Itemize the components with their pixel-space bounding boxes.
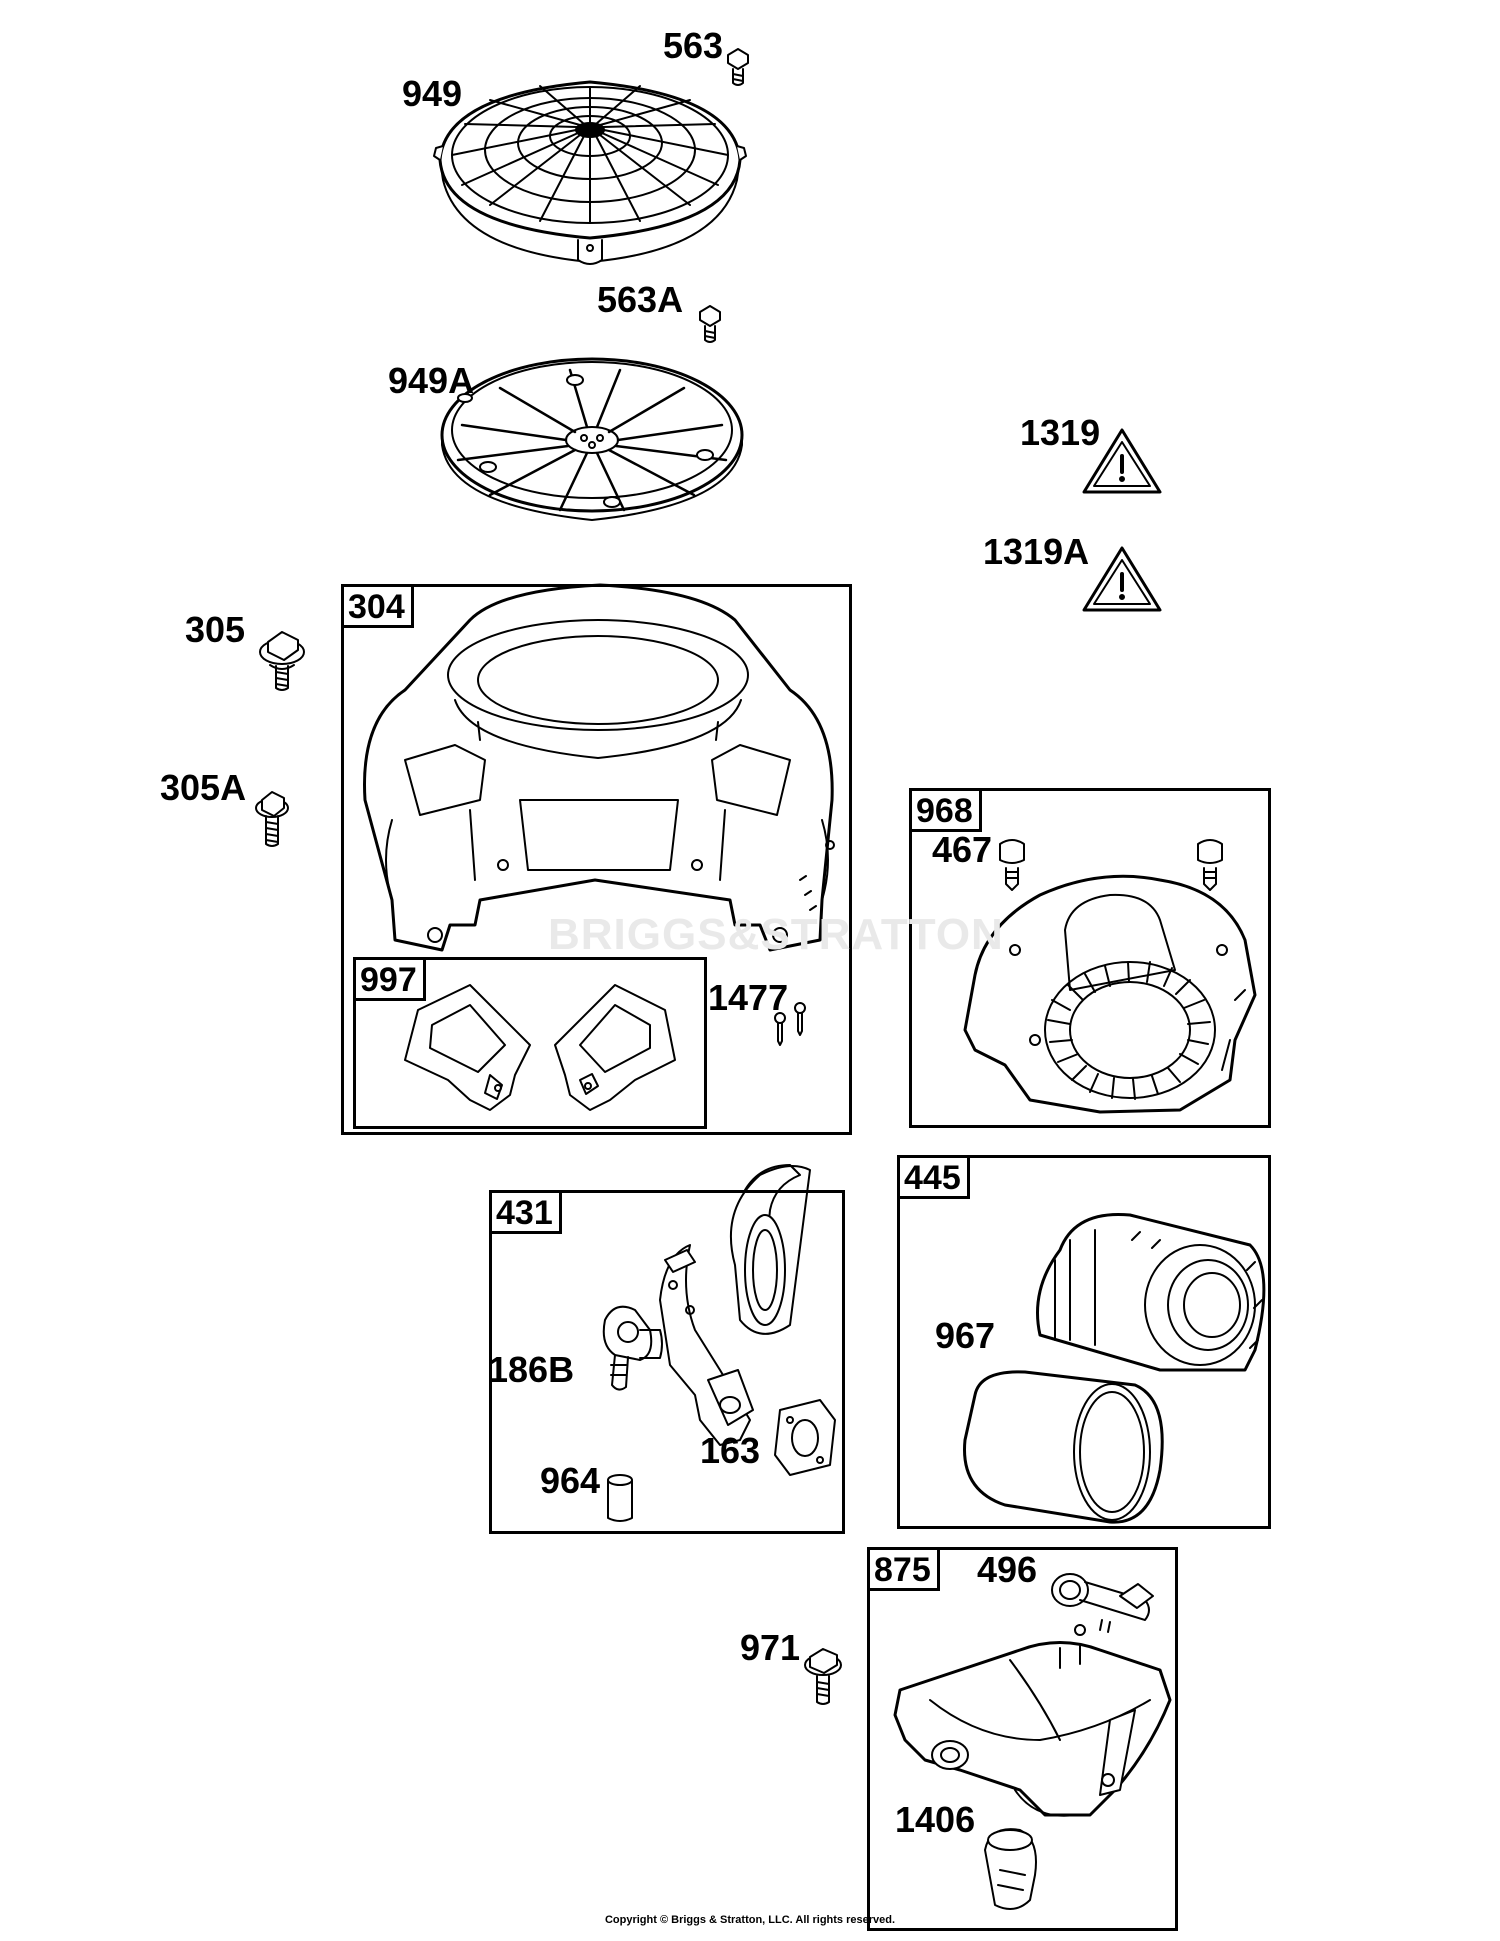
warning-triangle-1319-icon bbox=[1082, 428, 1162, 494]
label-949A: 949A bbox=[388, 360, 475, 401]
pre-cleaner-967-icon bbox=[963, 1370, 1164, 1524]
duct-875-icon bbox=[893, 1624, 1172, 1817]
label-1319A: 1319A bbox=[983, 531, 1090, 572]
box-label-445: 445 bbox=[900, 1158, 970, 1199]
air-cleaner-cover-968-icon bbox=[963, 874, 1257, 1114]
knob-467-right-icon bbox=[1197, 839, 1223, 891]
box-label-875: 875 bbox=[870, 1550, 940, 1591]
breather-186B-icon bbox=[602, 1305, 663, 1391]
air-cleaner-base-431-icon bbox=[659, 1164, 811, 1446]
bolt-305A-icon bbox=[255, 791, 289, 847]
spacer-964-icon bbox=[607, 1474, 633, 1522]
baffle-997-right-icon bbox=[554, 984, 676, 1111]
elbow-1406-icon bbox=[984, 1828, 1037, 1910]
frame-445 bbox=[897, 1155, 1271, 1529]
label-1477: 1477 bbox=[708, 977, 789, 1018]
label-467: 467 bbox=[932, 829, 993, 870]
label-964: 964 bbox=[540, 1460, 601, 1501]
fan-cover-949A-icon bbox=[440, 357, 744, 521]
label-305A: 305A bbox=[160, 767, 247, 808]
label-949: 949 bbox=[402, 73, 463, 114]
frame-997 bbox=[353, 957, 707, 1129]
frame-875 bbox=[867, 1547, 1178, 1931]
box-label-304: 304 bbox=[344, 587, 414, 628]
label-305: 305 bbox=[185, 609, 246, 650]
bolt-305-icon bbox=[259, 631, 305, 691]
bolt-971-icon bbox=[804, 1648, 842, 1705]
screw-563-icon bbox=[727, 48, 749, 86]
label-163: 163 bbox=[700, 1430, 761, 1471]
screw-563A-icon bbox=[699, 305, 721, 343]
watermark: BRIGGS&STRATTON bbox=[548, 910, 1004, 959]
box-label-431: 431 bbox=[492, 1193, 562, 1234]
label-1319: 1319 bbox=[1020, 412, 1101, 453]
grille-cover-949-icon bbox=[433, 80, 747, 265]
box-label-968: 968 bbox=[912, 791, 982, 832]
warning-triangle-1319A-icon bbox=[1082, 546, 1162, 612]
frame-431 bbox=[489, 1190, 845, 1534]
blower-housing-304-icon bbox=[363, 583, 835, 952]
label-967: 967 bbox=[935, 1315, 996, 1356]
baffle-997-icon bbox=[404, 984, 531, 1111]
clamp-496-icon bbox=[1051, 1573, 1154, 1633]
screw-1477-icon bbox=[774, 1002, 806, 1046]
label-496: 496 bbox=[977, 1549, 1038, 1590]
frame-968 bbox=[909, 788, 1271, 1128]
label-186B: 186B bbox=[488, 1349, 575, 1390]
label-563: 563 bbox=[663, 25, 724, 66]
gasket-163-icon bbox=[774, 1399, 836, 1476]
label-1406: 1406 bbox=[895, 1799, 976, 1840]
filter-cartridge-445-icon bbox=[1036, 1212, 1266, 1372]
frame-304 bbox=[341, 584, 852, 1135]
copyright-text: Copyright © Briggs & Stratton, LLC. All … bbox=[604, 1914, 896, 1926]
box-label-997: 997 bbox=[356, 960, 426, 1001]
label-563A: 563A bbox=[597, 279, 684, 320]
knob-467-icon bbox=[999, 839, 1025, 891]
label-971: 971 bbox=[740, 1627, 801, 1668]
